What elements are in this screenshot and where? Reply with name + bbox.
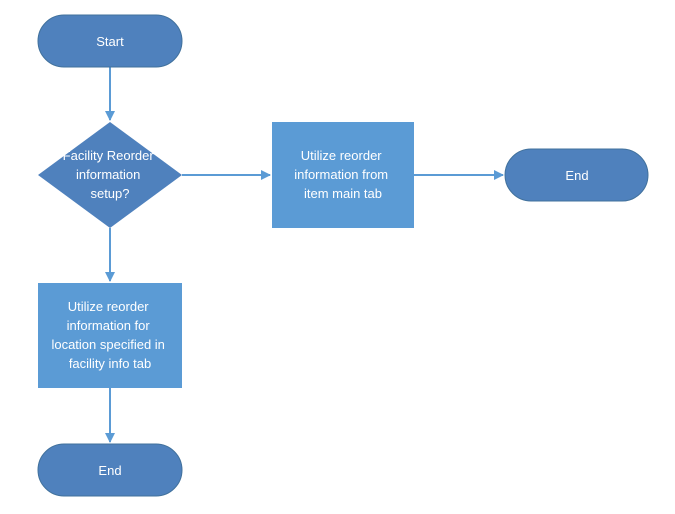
process-item-label-line-3: item main tab bbox=[304, 186, 382, 201]
svg-text:Utilize reorder informat: Utilize reorder information for location… bbox=[51, 299, 168, 371]
svg-text:End: End bbox=[565, 168, 588, 183]
svg-text:Start: Start bbox=[96, 34, 124, 49]
process-item-label-line-1: Utilize reorder bbox=[301, 148, 383, 163]
decision-diamond: Facility Reorder information setup? bbox=[38, 122, 182, 228]
start-label: Start bbox=[96, 34, 124, 49]
process-item-label-line-2: information from bbox=[294, 167, 388, 182]
end-terminator-bottom: End bbox=[37, 443, 183, 497]
end-right-label: End bbox=[565, 168, 588, 183]
start-terminator: Start bbox=[37, 14, 183, 68]
process-item-main-tab: Utilize reorder information from item ma… bbox=[272, 122, 414, 228]
decision-label-line-3: setup? bbox=[90, 186, 129, 201]
end-bottom-label: End bbox=[98, 463, 121, 478]
end-terminator-right: End bbox=[504, 148, 649, 202]
svg-text:Utilize reorder informat: Utilize reorder information from item ma… bbox=[294, 148, 392, 201]
decision-label-line-2: information bbox=[76, 167, 140, 182]
process-facility-info-tab: Utilize reorder information for location… bbox=[38, 283, 182, 388]
process-facility-label-line-3: location specified in bbox=[51, 337, 164, 352]
process-facility-label-line-1: Utilize reorder bbox=[68, 299, 150, 314]
connectors bbox=[105, 67, 504, 443]
svg-text:End: End bbox=[98, 463, 121, 478]
process-facility-label-line-2: information for bbox=[67, 318, 151, 333]
process-facility-label-line-4: facility info tab bbox=[69, 356, 151, 371]
svg-text:Facility Reorder informa: Facility Reorder information setup? bbox=[63, 148, 158, 201]
decision-label-line-1: Facility Reorder bbox=[63, 148, 155, 163]
